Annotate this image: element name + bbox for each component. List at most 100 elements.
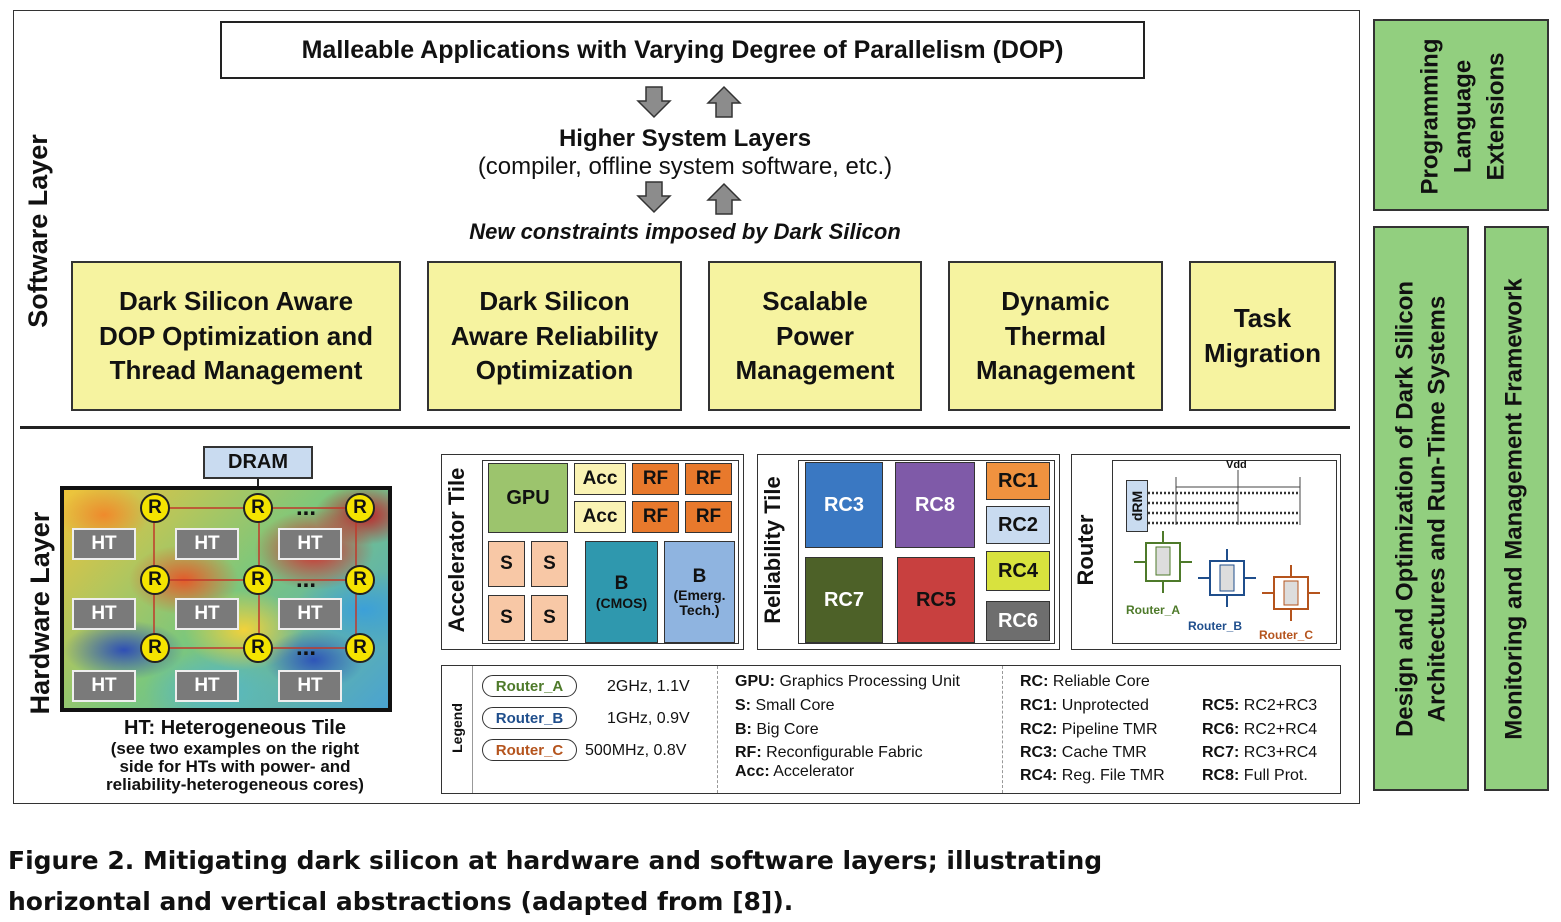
legend-rc: RC7: RC3+RC4 (1202, 744, 1317, 762)
dram-box: DRAM (203, 446, 313, 479)
box-line: Thermal (1004, 320, 1107, 351)
layer-divider (20, 426, 1350, 429)
reliability-tile: Reliability Tile RC3 RC8 RC1 RC2 RC7 RC5… (757, 454, 1060, 650)
box-line: Management (976, 355, 1135, 386)
legend-label: Legend (449, 703, 465, 753)
legend-rc: RC5: RC2+RC3 (1202, 697, 1317, 715)
figure-caption-line: Figure 2. Mitigating dark silicon at har… (8, 846, 1103, 875)
heterogeneous-tile: HT (278, 598, 342, 630)
legend-value: Big Core (751, 721, 819, 738)
legend-value: Unprotected (1057, 697, 1149, 714)
router-b-pill: Router_B (482, 707, 577, 729)
ht-caption-line: (see two examples on the right (110, 739, 360, 758)
rc1-block: RC1 (986, 462, 1050, 500)
box-line: Dark Silicon (479, 286, 630, 317)
legend-def: GPU: Graphics Processing Unit (735, 673, 960, 691)
figure-caption: Figure 2. Mitigating dark silicon at har… (8, 840, 1548, 922)
legend-separator (472, 666, 473, 793)
design-optimization-box: Design and Optimization of Dark Silicon … (1373, 226, 1469, 791)
legend-def: B: Big Core (735, 721, 819, 739)
legend-value: Reliable Core (1048, 673, 1150, 690)
dram-link (257, 479, 259, 489)
router-c-pill: Router_C (482, 739, 577, 761)
router-node: R (345, 633, 375, 663)
box-line: Task (1233, 303, 1292, 334)
legend-value: Pipeline TMR (1057, 721, 1158, 738)
legend-value: Full Prot. (1239, 767, 1308, 784)
legend-key: RC1: (1020, 697, 1058, 714)
legend-key: B: (735, 721, 752, 738)
router-node: R (140, 565, 170, 595)
heterogeneous-tile: HT (278, 670, 342, 702)
accelerator-inner (482, 460, 739, 644)
legend-key: RC5: (1202, 697, 1240, 714)
router-node: R (140, 633, 170, 663)
rf-block: RF (632, 501, 679, 533)
legend-separator (717, 666, 718, 793)
big-core-cmos: B (CMOS) (585, 541, 658, 643)
accelerator-tile-label: Accelerator Tile (444, 467, 469, 633)
legend-key: RC: (1020, 673, 1049, 690)
rf-block: RF (685, 501, 732, 533)
legend-key: RF: (735, 744, 762, 761)
ellipsis: ... (296, 566, 317, 593)
router-node: R (345, 493, 375, 523)
big-core-emerging: B (Emerg. Tech.) (664, 541, 735, 643)
rc6-block: RC6 (986, 601, 1050, 641)
small-core: S (488, 541, 525, 587)
legend-rc: RC6: RC2+RC4 (1202, 721, 1317, 739)
applications-text: Malleable Applications with Varying Degr… (301, 35, 1064, 64)
legend-key: RC3: (1020, 744, 1058, 761)
router-circuit (1134, 470, 1320, 621)
software-layer-label: Software Layer (23, 134, 53, 328)
text-line: Architectures and Run-Time Systems (1423, 295, 1451, 723)
router-node: R (345, 565, 375, 595)
applications-box: Malleable Applications with Varying Degr… (220, 21, 1145, 79)
rc4-block: RC4 (986, 551, 1050, 591)
text-line: Language (1449, 59, 1477, 174)
legend-key: Acc: (735, 763, 770, 780)
legend-rc: RC4: Reg. File TMR (1020, 767, 1165, 785)
router-a-spec: 2GHz, 1.1V (607, 678, 690, 695)
router-inner (1112, 460, 1337, 644)
legend-def: RF: Reconfigurable Fabric (735, 744, 923, 762)
legend-value: Cache TMR (1057, 744, 1147, 761)
acc-block: Acc (574, 463, 626, 495)
box-line: Scalable (762, 286, 868, 317)
legend-separator (1002, 666, 1003, 793)
small-core: S (531, 595, 568, 641)
heterogeneous-tile: HT (175, 598, 239, 630)
rc8-block: RC8 (895, 462, 975, 548)
rf-block: RF (685, 463, 732, 495)
arrows-graphic (636, 85, 742, 215)
ht-caption-title: HT: Heterogeneous Tile (124, 717, 346, 739)
figure-caption-line: horizontal and vertical abstractions (ad… (8, 887, 794, 916)
block-line: B (614, 573, 629, 594)
box-line: Management (735, 355, 895, 386)
rc3-block: RC3 (805, 462, 883, 548)
router-node: R (243, 565, 273, 595)
box-line: Aware Reliability (450, 320, 659, 351)
box-line: Migration (1204, 338, 1321, 368)
legend-rc: RC8: Full Prot. (1202, 767, 1308, 785)
legend-value: Reconfigurable Fabric (761, 744, 923, 761)
legend-key: RC7: (1202, 744, 1240, 761)
legend-key: GPU: (735, 673, 775, 690)
rc2-block: RC2 (986, 506, 1050, 544)
rc7-block: RC7 (805, 557, 883, 643)
legend-key: RC2: (1020, 721, 1058, 738)
small-core: S (531, 541, 568, 587)
reliability-inner (798, 460, 1055, 644)
drm-box: dRM (1126, 480, 1148, 532)
heterogeneous-tile: HT (175, 670, 239, 702)
ht-caption-line: reliability-heterogeneous cores) (106, 775, 364, 794)
hardware-layer-label: Hardware Layer (25, 511, 55, 715)
monitoring-framework-box: Monitoring and Management Framework (1484, 226, 1549, 791)
higher-system-layers-subtitle: (compiler, offline system software, etc.… (477, 153, 893, 180)
legend-box: Legend Router_A 2GHz, 1.1V Router_B 1GHz… (441, 665, 1341, 794)
box-line: Dynamic (1001, 286, 1110, 317)
legend-value: Graphics Processing Unit (775, 673, 960, 690)
